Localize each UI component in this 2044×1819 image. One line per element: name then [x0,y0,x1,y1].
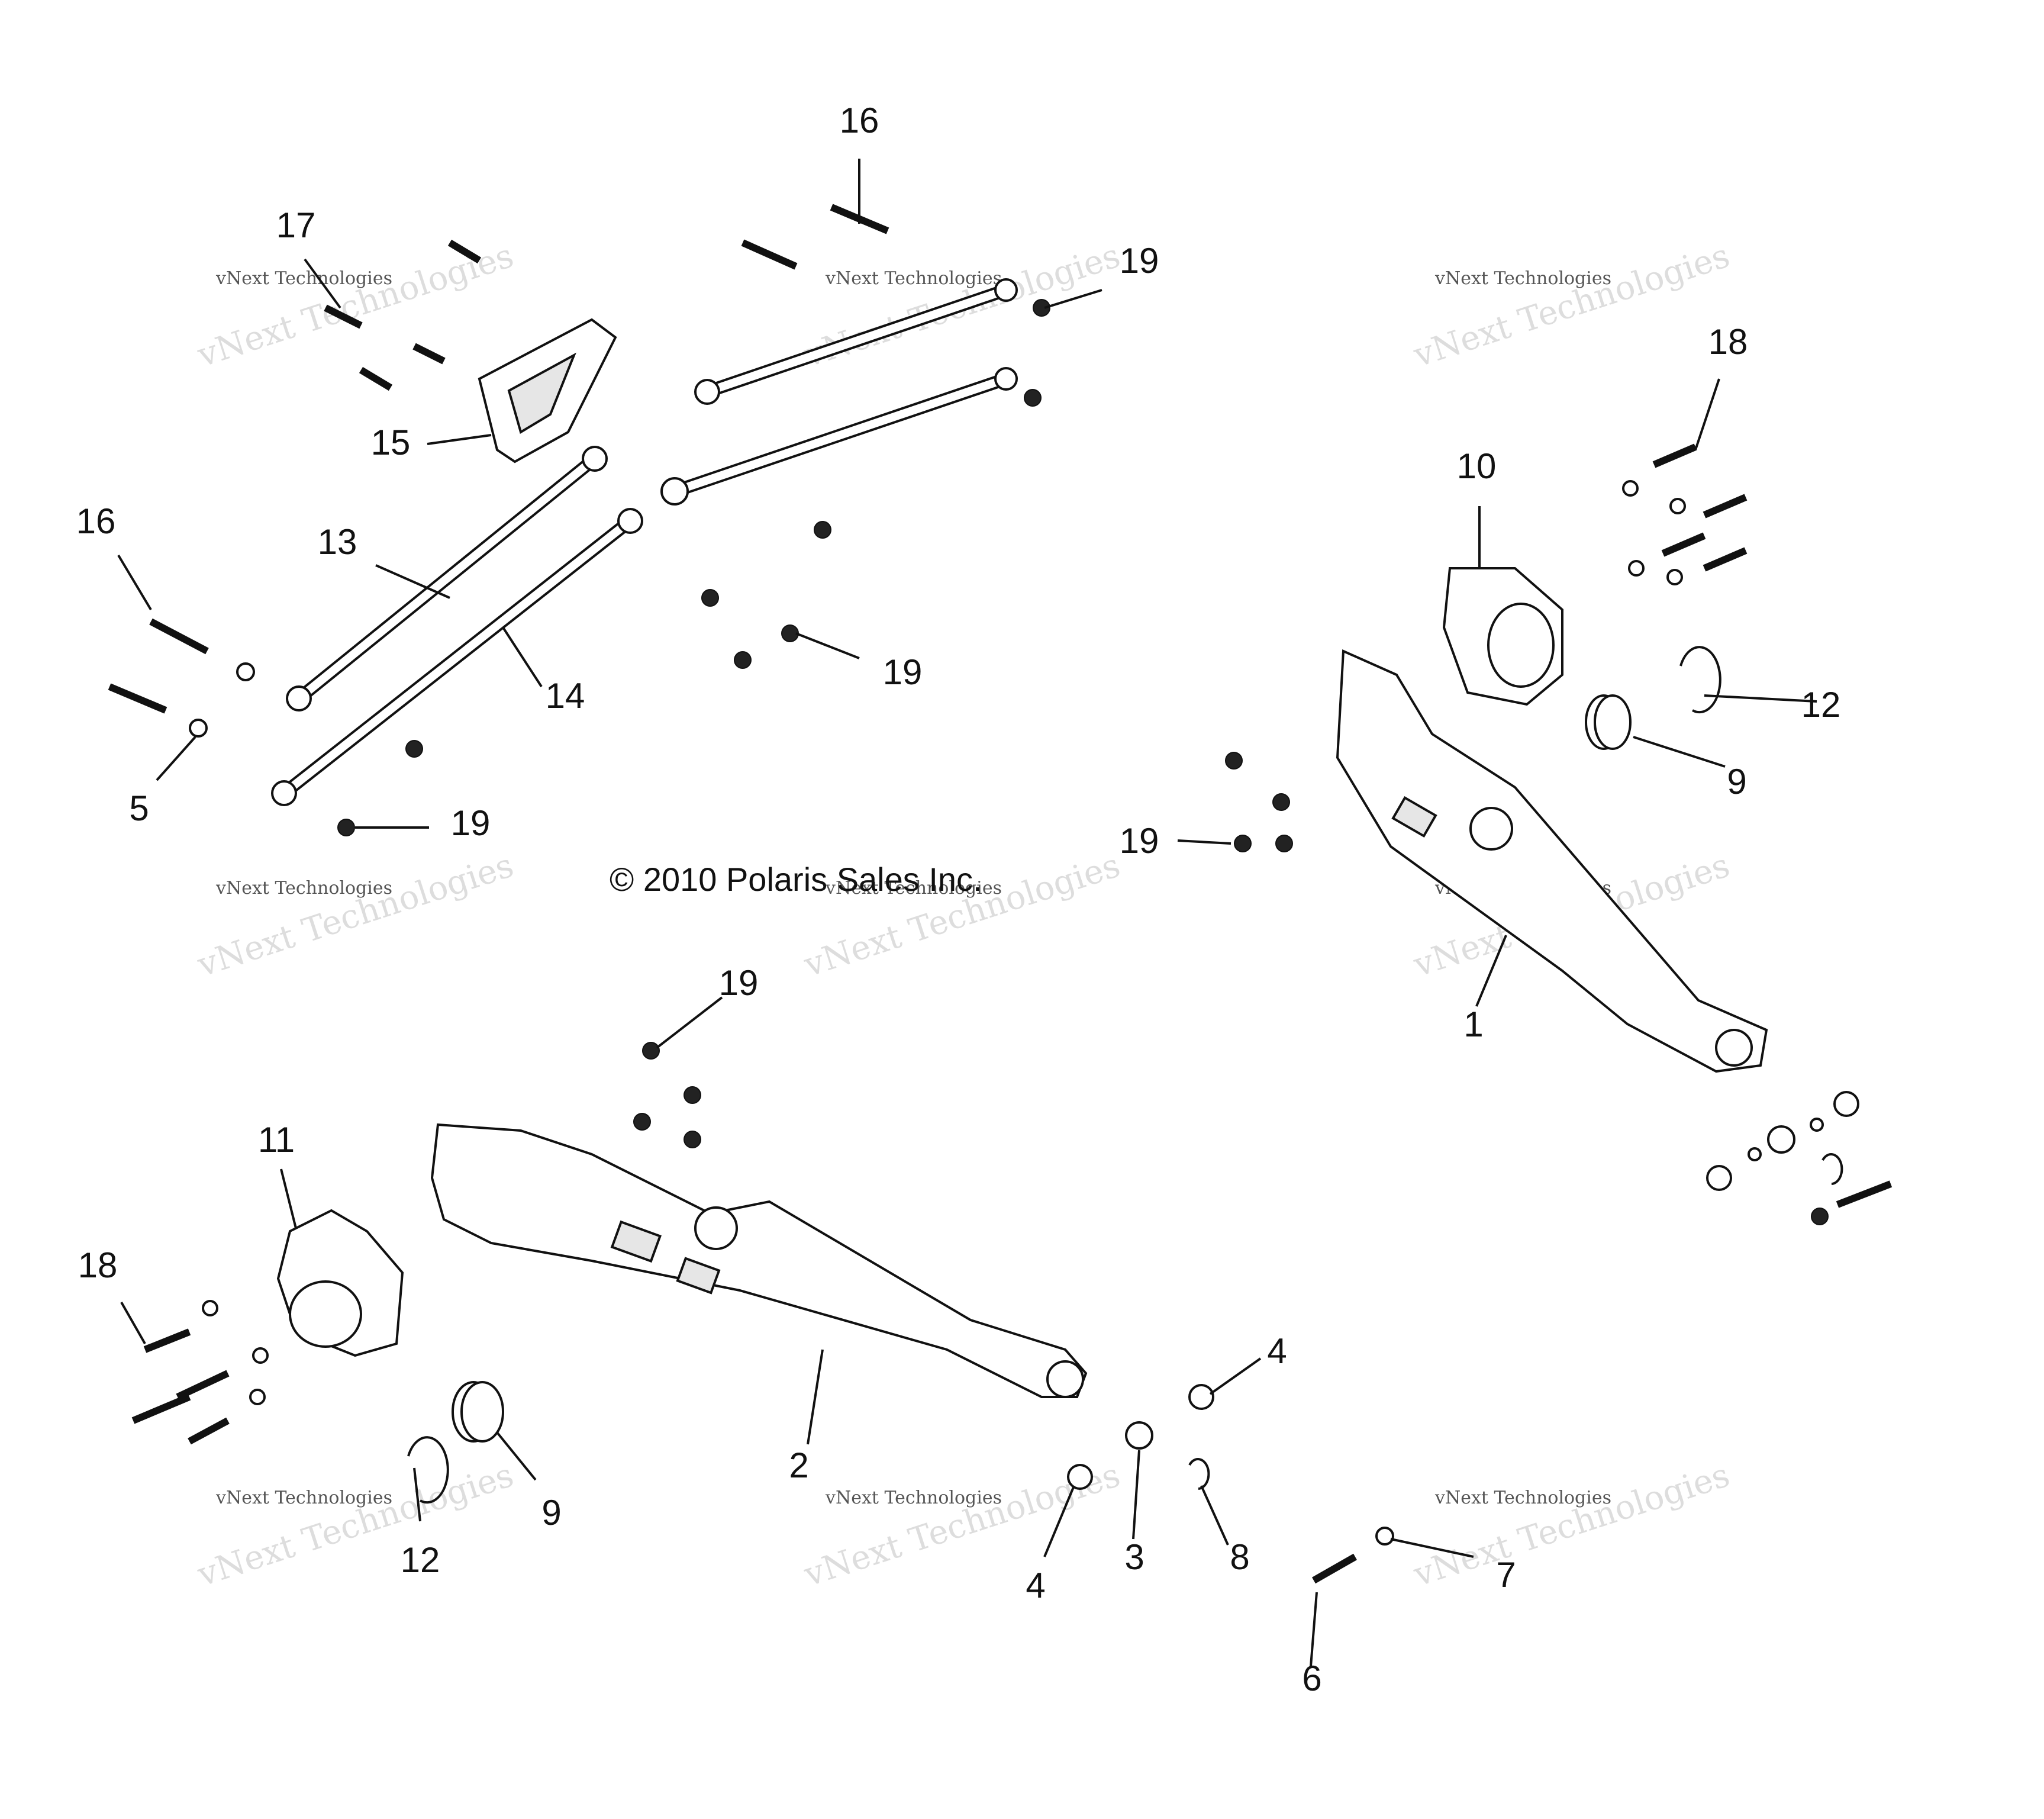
snap-ring-12-bottom [407,1436,449,1504]
trailing-arm-1 [1336,649,1768,1073]
callout-5: 5 [129,788,149,828]
callout-2: 2 [789,1445,808,1485]
callout-12: 12 [1801,685,1841,725]
watermark-large: vNext Technologies [1408,236,1734,375]
callout-3: 3 [1124,1537,1144,1577]
bolt-cluster-bottom-left [131,1300,269,1445]
watermark-small: vNext Technologies [1434,268,1611,289]
callout-19: 19 [451,803,491,843]
bolt-cluster-right [1622,443,1748,585]
callout-8: 8 [1230,1537,1249,1577]
callout-14: 14 [546,676,585,716]
watermark-small: vNext Technologies [215,1488,392,1508]
callout-19: 19 [1120,821,1159,861]
callout-4: 4 [1267,1331,1287,1371]
callout-12: 12 [401,1540,440,1580]
callout-19: 19 [719,963,759,1003]
watermark-small: vNext Technologies [1434,1488,1611,1508]
callout-11: 11 [258,1120,295,1160]
snap-ring-12-right [1679,646,1721,714]
callout-6: 6 [1302,1659,1321,1698]
pivot-hardware-bottom [1067,1384,1394,1584]
callout-1: 1 [1463,1005,1483,1044]
watermark-large: vNext Technologies [1408,1456,1734,1594]
callout-10: 10 [1457,446,1497,486]
pivot-hardware-right [1706,1091,1893,1225]
callout-7: 7 [1496,1555,1516,1595]
callout-4: 4 [1026,1566,1045,1605]
bearing-9-right [1585,694,1632,750]
rod-14 [271,508,643,806]
trailing-arm-2 [430,1123,1088,1398]
hub-10 [1442,567,1563,706]
leader-lines [117,159,1817,1667]
parts-layer [108,204,1893,1584]
watermark-large: vNext Technologies [192,846,518,984]
watermark-small: vNext Technologies [215,878,392,899]
callout-16: 16 [840,101,879,140]
callout-18: 18 [1708,322,1748,362]
watermark-large: vNext Technologies [192,1456,518,1594]
watermark-small: vNext Technologies [215,268,392,289]
callout-19: 19 [883,652,923,692]
callout-9: 9 [541,1493,561,1533]
nut-group [189,299,1293,1148]
callout-17: 17 [276,205,316,245]
callout-18: 18 [78,1245,118,1285]
watermark-small: vNext Technologies [825,268,1002,289]
watermark-small: vNext Technologies [825,1488,1002,1508]
callout-16: 16 [76,501,116,541]
hub-11 [276,1209,404,1357]
copyright-notice: © 2010 Polaris Sales Inc. [610,861,982,898]
bearing-9-bottom [452,1381,504,1443]
callout-labels: 16 17 19 15 16 13 14 19 5 19 18 10 12 9 … [76,101,1841,1698]
upper-rod-second [660,367,1018,506]
callout-13: 13 [318,522,357,562]
bracket-15 [478,318,617,463]
watermark-small: vNext Technologies [825,878,1002,899]
callout-9: 9 [1727,762,1746,801]
callout-15: 15 [371,423,411,462]
upper-rod-top [694,278,1018,405]
callout-19: 19 [1120,241,1159,281]
rod-13 [286,446,608,711]
